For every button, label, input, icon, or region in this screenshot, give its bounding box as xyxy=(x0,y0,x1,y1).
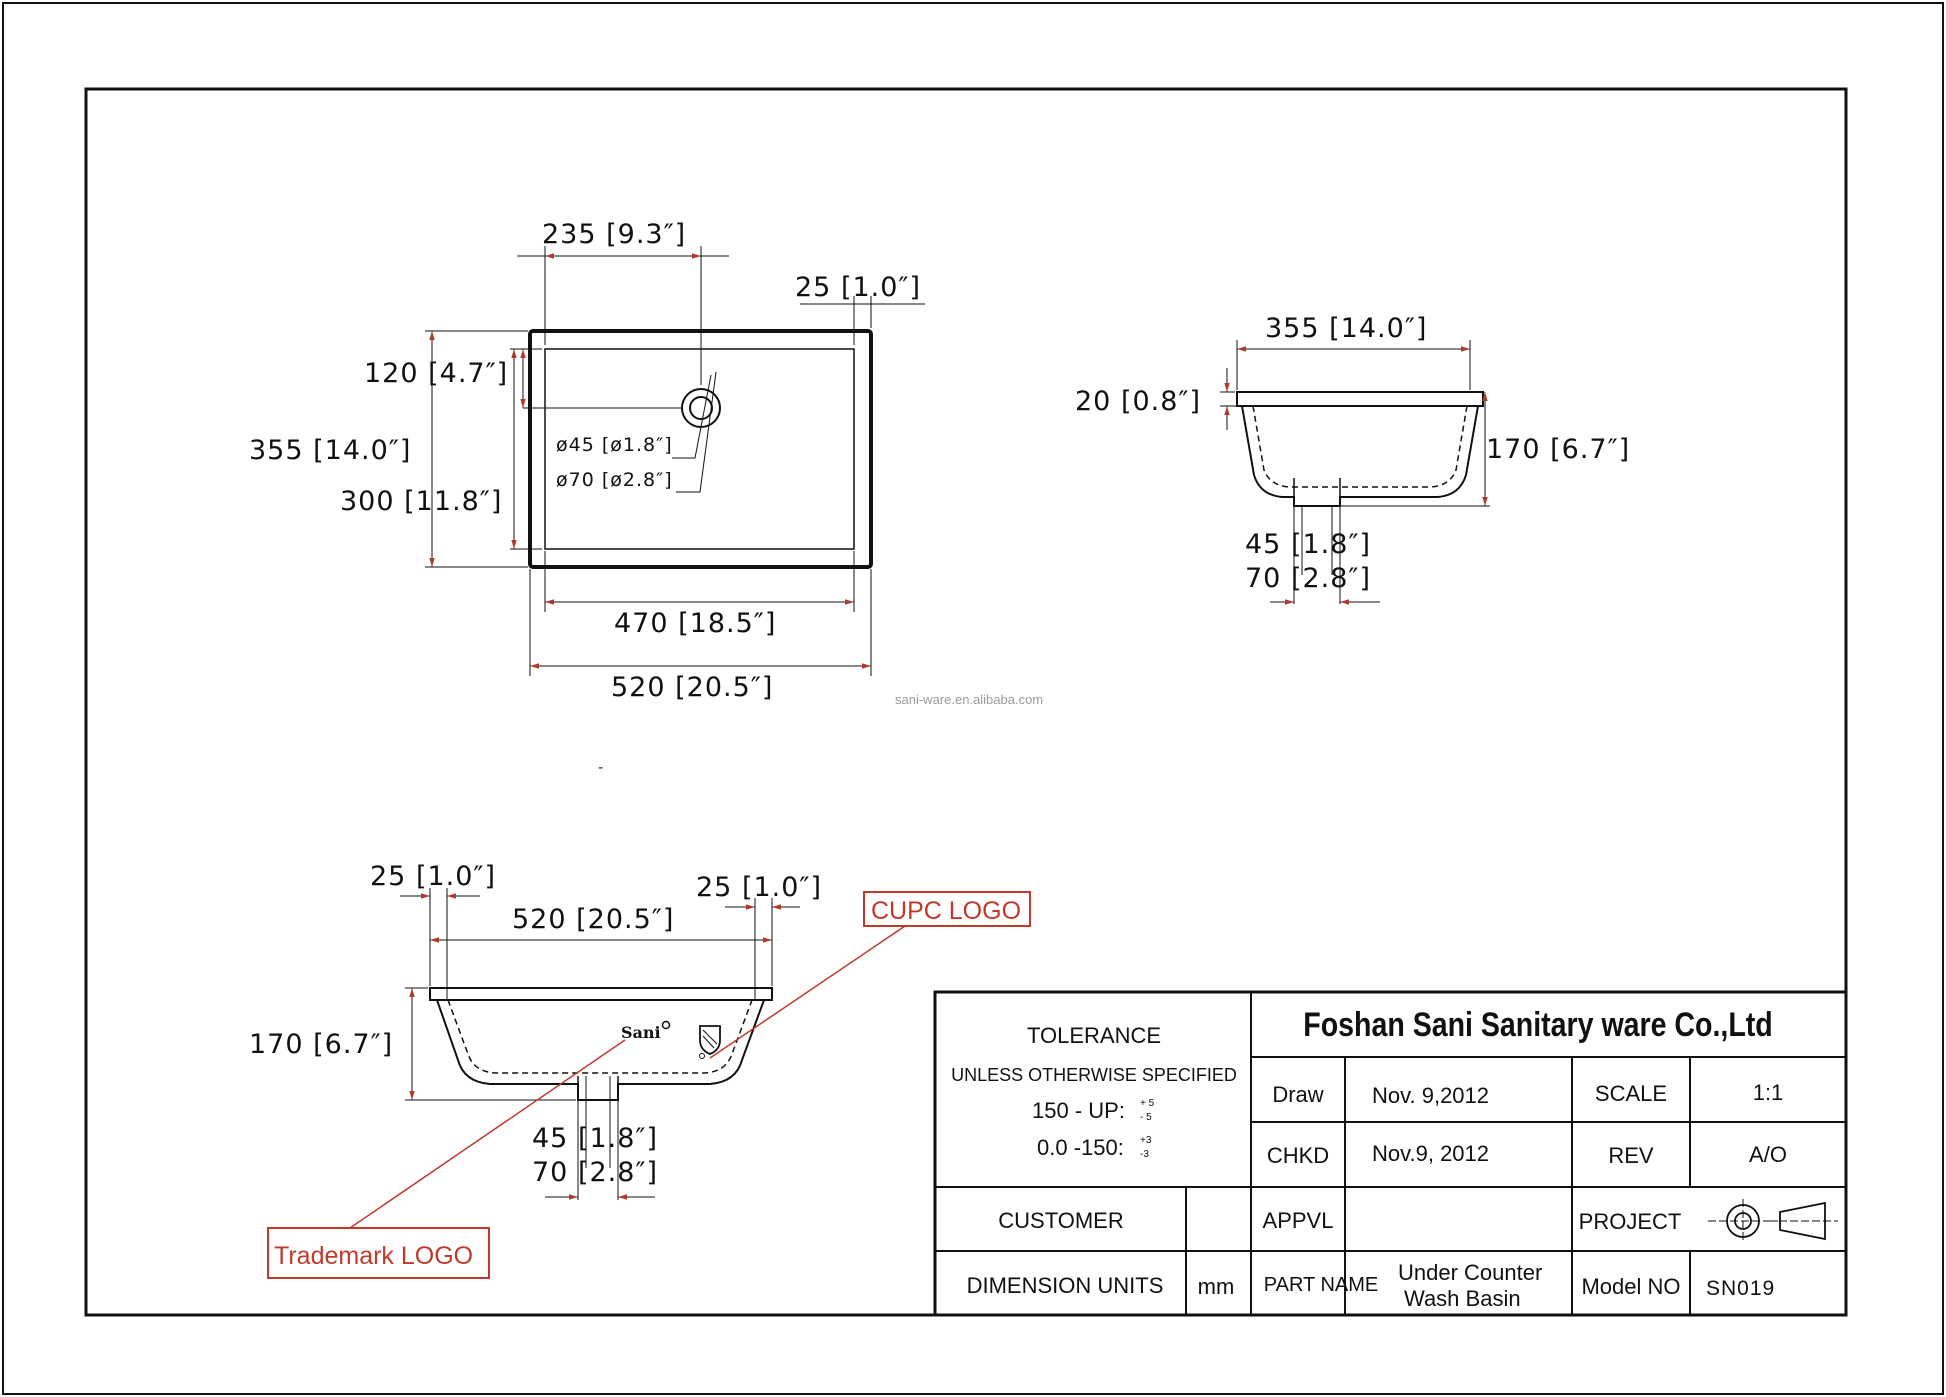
part-name-line2: Wash Basin xyxy=(1404,1286,1521,1311)
company-name: Foshan Sani Sanitary ware Co.,Ltd xyxy=(1303,1006,1772,1044)
tolerance-row1-minus: - 5 xyxy=(1140,1112,1152,1123)
front-bowl-inner xyxy=(447,999,753,1074)
tolerance-subtitle: UNLESS OTHERWISE SPECIFIED xyxy=(951,1065,1237,1085)
customer-label: CUSTOMER xyxy=(998,1208,1124,1233)
dim-470-label: 470 [18.5″] xyxy=(614,608,776,639)
drain-outer-circle xyxy=(681,388,721,428)
cupc-callout-box xyxy=(863,891,1031,927)
dim-355-label: 355 [14.0″] xyxy=(249,435,411,466)
rev-label: REV xyxy=(1608,1143,1654,1168)
part-name-label: PART NAME xyxy=(1264,1274,1378,1296)
drain-inner-circle xyxy=(689,396,713,420)
front-dim-45-label: 45 [1.8″] xyxy=(532,1123,658,1154)
registered-icon xyxy=(661,1020,671,1030)
front-dim-25-left-label: 25 [1.0″] xyxy=(370,861,496,892)
trademark-callout-box xyxy=(267,1227,490,1279)
units-label: DIMENSION UNITS xyxy=(967,1273,1164,1298)
rim xyxy=(1236,391,1484,407)
tolerance-row2: 0.0 -150: xyxy=(1037,1135,1124,1160)
brand-mark: Sani xyxy=(621,1023,661,1042)
dim-300-label: 300 [11.8″] xyxy=(340,486,502,517)
scale-label: SCALE xyxy=(1595,1081,1667,1106)
basin-inner-outline xyxy=(544,348,855,550)
side-view xyxy=(1220,340,1490,605)
side-dim-170-label: 170 [6.7″] xyxy=(1486,434,1630,465)
part-name-line1: Under Counter xyxy=(1398,1260,1542,1285)
chkd-label: CHKD xyxy=(1267,1143,1329,1168)
front-view xyxy=(400,888,800,1200)
callouts xyxy=(267,891,1031,1279)
units-value: mm xyxy=(1198,1274,1235,1299)
model-label: Model NO xyxy=(1581,1274,1680,1299)
appvl-label: APPVL xyxy=(1263,1208,1334,1233)
stray-mark: - xyxy=(598,759,603,776)
cupc-shield-icon xyxy=(699,1025,721,1055)
top-view xyxy=(425,246,925,676)
side-dim-45-label: 45 [1.8″] xyxy=(1245,529,1371,560)
front-dim-25-right-label: 25 [1.0″] xyxy=(696,872,822,903)
trademark-leader xyxy=(349,1039,626,1229)
dim-phi45-label: ø45 [ø1.8″] xyxy=(556,434,673,456)
side-dim-355-label: 355 [14.0″] xyxy=(1265,313,1427,344)
tolerance-row1: 150 - UP: xyxy=(1032,1098,1125,1123)
cupc-callout-label: CUPC LOGO xyxy=(871,897,1021,925)
bowl-inner xyxy=(1252,405,1468,488)
chkd-date: Nov.9, 2012 xyxy=(1372,1141,1489,1166)
tolerance-title: TOLERANCE xyxy=(1027,1023,1161,1048)
watermark: sani-ware.en.alibaba.com xyxy=(895,692,1043,707)
front-bowl-outer xyxy=(436,999,765,1101)
tolerance-row2-minus: -3 xyxy=(1140,1149,1149,1160)
dim-520-label: 520 [20.5″] xyxy=(611,672,773,703)
dim-phi70-label: ø70 [ø2.8″] xyxy=(556,469,673,491)
cupc-leader xyxy=(709,925,906,1059)
front-dim-170-label: 170 [6.7″] xyxy=(249,1029,393,1060)
rev-value: A/O xyxy=(1749,1142,1787,1167)
side-dim-20-label: 20 [0.8″] xyxy=(1075,386,1201,417)
side-dim-70-label: 70 [2.8″] xyxy=(1245,563,1371,594)
draw-date: Nov. 9,2012 xyxy=(1372,1083,1489,1108)
tolerance-row1-plus: + 5 xyxy=(1140,1098,1155,1109)
dim-25-label: 25 [1.0″] xyxy=(795,272,921,303)
draw-label: Draw xyxy=(1272,1082,1323,1107)
tolerance-row2-plus: +3 xyxy=(1140,1135,1152,1146)
scale-value: 1:1 xyxy=(1753,1080,1784,1105)
cupc-dot-icon xyxy=(699,1053,705,1059)
project-label: PROJECT xyxy=(1579,1209,1682,1234)
front-rim xyxy=(429,987,773,1001)
dim-120-label: 120 [4.7″] xyxy=(364,358,508,389)
front-dim-520-label: 520 [20.5″] xyxy=(512,904,674,935)
third-angle-projection-icon xyxy=(1708,1199,1838,1243)
dim-235-label: 235 [9.3″] xyxy=(542,219,686,250)
front-dim-70-label: 70 [2.8″] xyxy=(532,1157,658,1188)
bowl-outer xyxy=(1241,405,1479,507)
model-value: SN019 xyxy=(1706,1277,1775,1300)
title-block-grid xyxy=(933,990,1848,1317)
trademark-callout-label: Trademark LOGO xyxy=(274,1242,473,1270)
